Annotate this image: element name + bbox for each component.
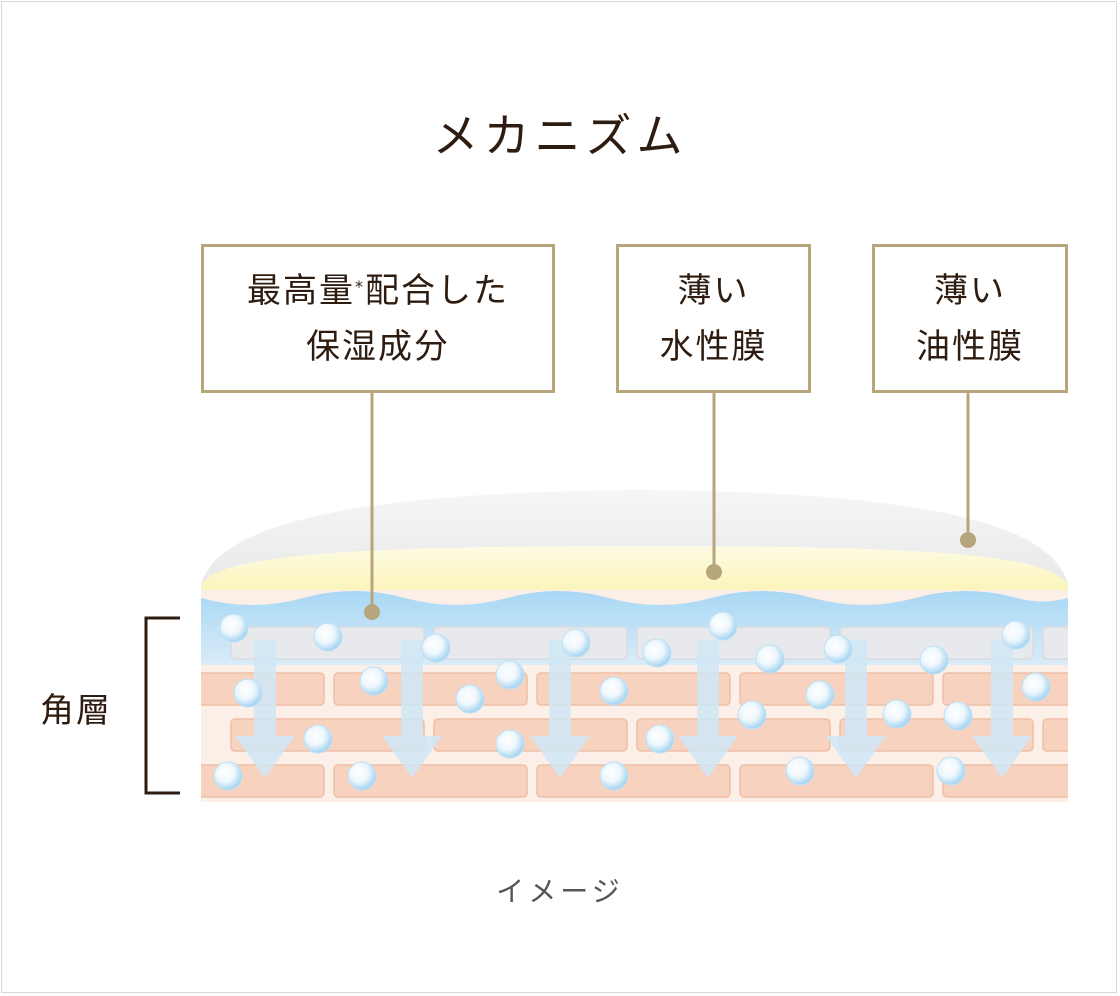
skin-cell (536, 764, 731, 798)
moisture-particle (1001, 620, 1031, 650)
label-moisturizing-ingredient: 最高量*配合した 保湿成分 (201, 244, 555, 393)
penetration-arrow (826, 640, 886, 778)
image-caption: イメージ (496, 875, 624, 908)
moisture-particle (455, 684, 485, 714)
penetration-arrow (235, 640, 295, 778)
skin-cell (1042, 718, 1068, 752)
moisture-particle (347, 761, 377, 791)
stratum-corneum (201, 590, 1068, 802)
leader-dot-water-film (706, 564, 722, 580)
skin-cell (333, 764, 528, 798)
moisture-particle (213, 761, 243, 791)
moisture-particle (495, 729, 525, 759)
moisture-particle (599, 761, 629, 791)
moisture-particle (421, 633, 451, 663)
label-oil-film: 薄い 油性膜 (872, 244, 1068, 393)
moisture-particle (805, 680, 835, 710)
moisture-particle (708, 611, 738, 641)
leader-dot-oil-film (960, 532, 976, 548)
skin-cell (201, 672, 325, 706)
label-moisturizing-line1: 最高量*配合した (247, 270, 509, 311)
penetration-arrow (530, 640, 590, 778)
stratum-corneum-label: 角層 (40, 691, 112, 731)
penetration-arrow (382, 640, 442, 778)
moisture-particle (936, 756, 966, 786)
label-water-film-line1: 薄い (677, 270, 750, 311)
moisture-particle (943, 701, 973, 731)
moisture-particle (359, 666, 389, 696)
skin-cell (1042, 626, 1068, 660)
label-water-film-line2: 水性膜 (659, 326, 768, 367)
penetration-arrow (678, 640, 738, 778)
moisture-particle (303, 724, 333, 754)
moisture-particle (599, 676, 629, 706)
skin-cell (536, 672, 731, 706)
moisture-particle (219, 613, 249, 643)
moisture-particle (645, 724, 675, 754)
moisture-particle (495, 660, 525, 690)
moisture-particle (233, 678, 263, 708)
label-oil-film-line1: 薄い (934, 270, 1006, 311)
skin-cell (942, 764, 1068, 798)
label-oil-film-line2: 油性膜 (916, 326, 1024, 367)
leader-lines (364, 393, 976, 620)
penetration-arrow (972, 640, 1032, 778)
moisture-particle (642, 638, 672, 668)
skin-cell (433, 718, 628, 752)
stratum-bracket (144, 616, 180, 795)
moisture-particle (561, 628, 591, 658)
label-water-film: 薄い 水性膜 (616, 244, 811, 393)
skin-cell (433, 626, 628, 660)
moisture-particle (919, 645, 949, 675)
moisture-particle (1021, 672, 1051, 702)
skin-cell (739, 672, 934, 706)
label-moisturizing-line2: 保湿成分 (306, 326, 450, 367)
diagram-title: メカニズム (432, 109, 688, 163)
moisture-particle (882, 699, 912, 729)
moisture-particle (737, 700, 767, 730)
leader-dot-moisturizer (364, 604, 380, 620)
skin-cell (739, 764, 934, 798)
moisture-particle (755, 644, 785, 674)
moisture-particle (313, 622, 343, 652)
moisture-particle (785, 756, 815, 786)
moisture-particle (823, 634, 853, 664)
